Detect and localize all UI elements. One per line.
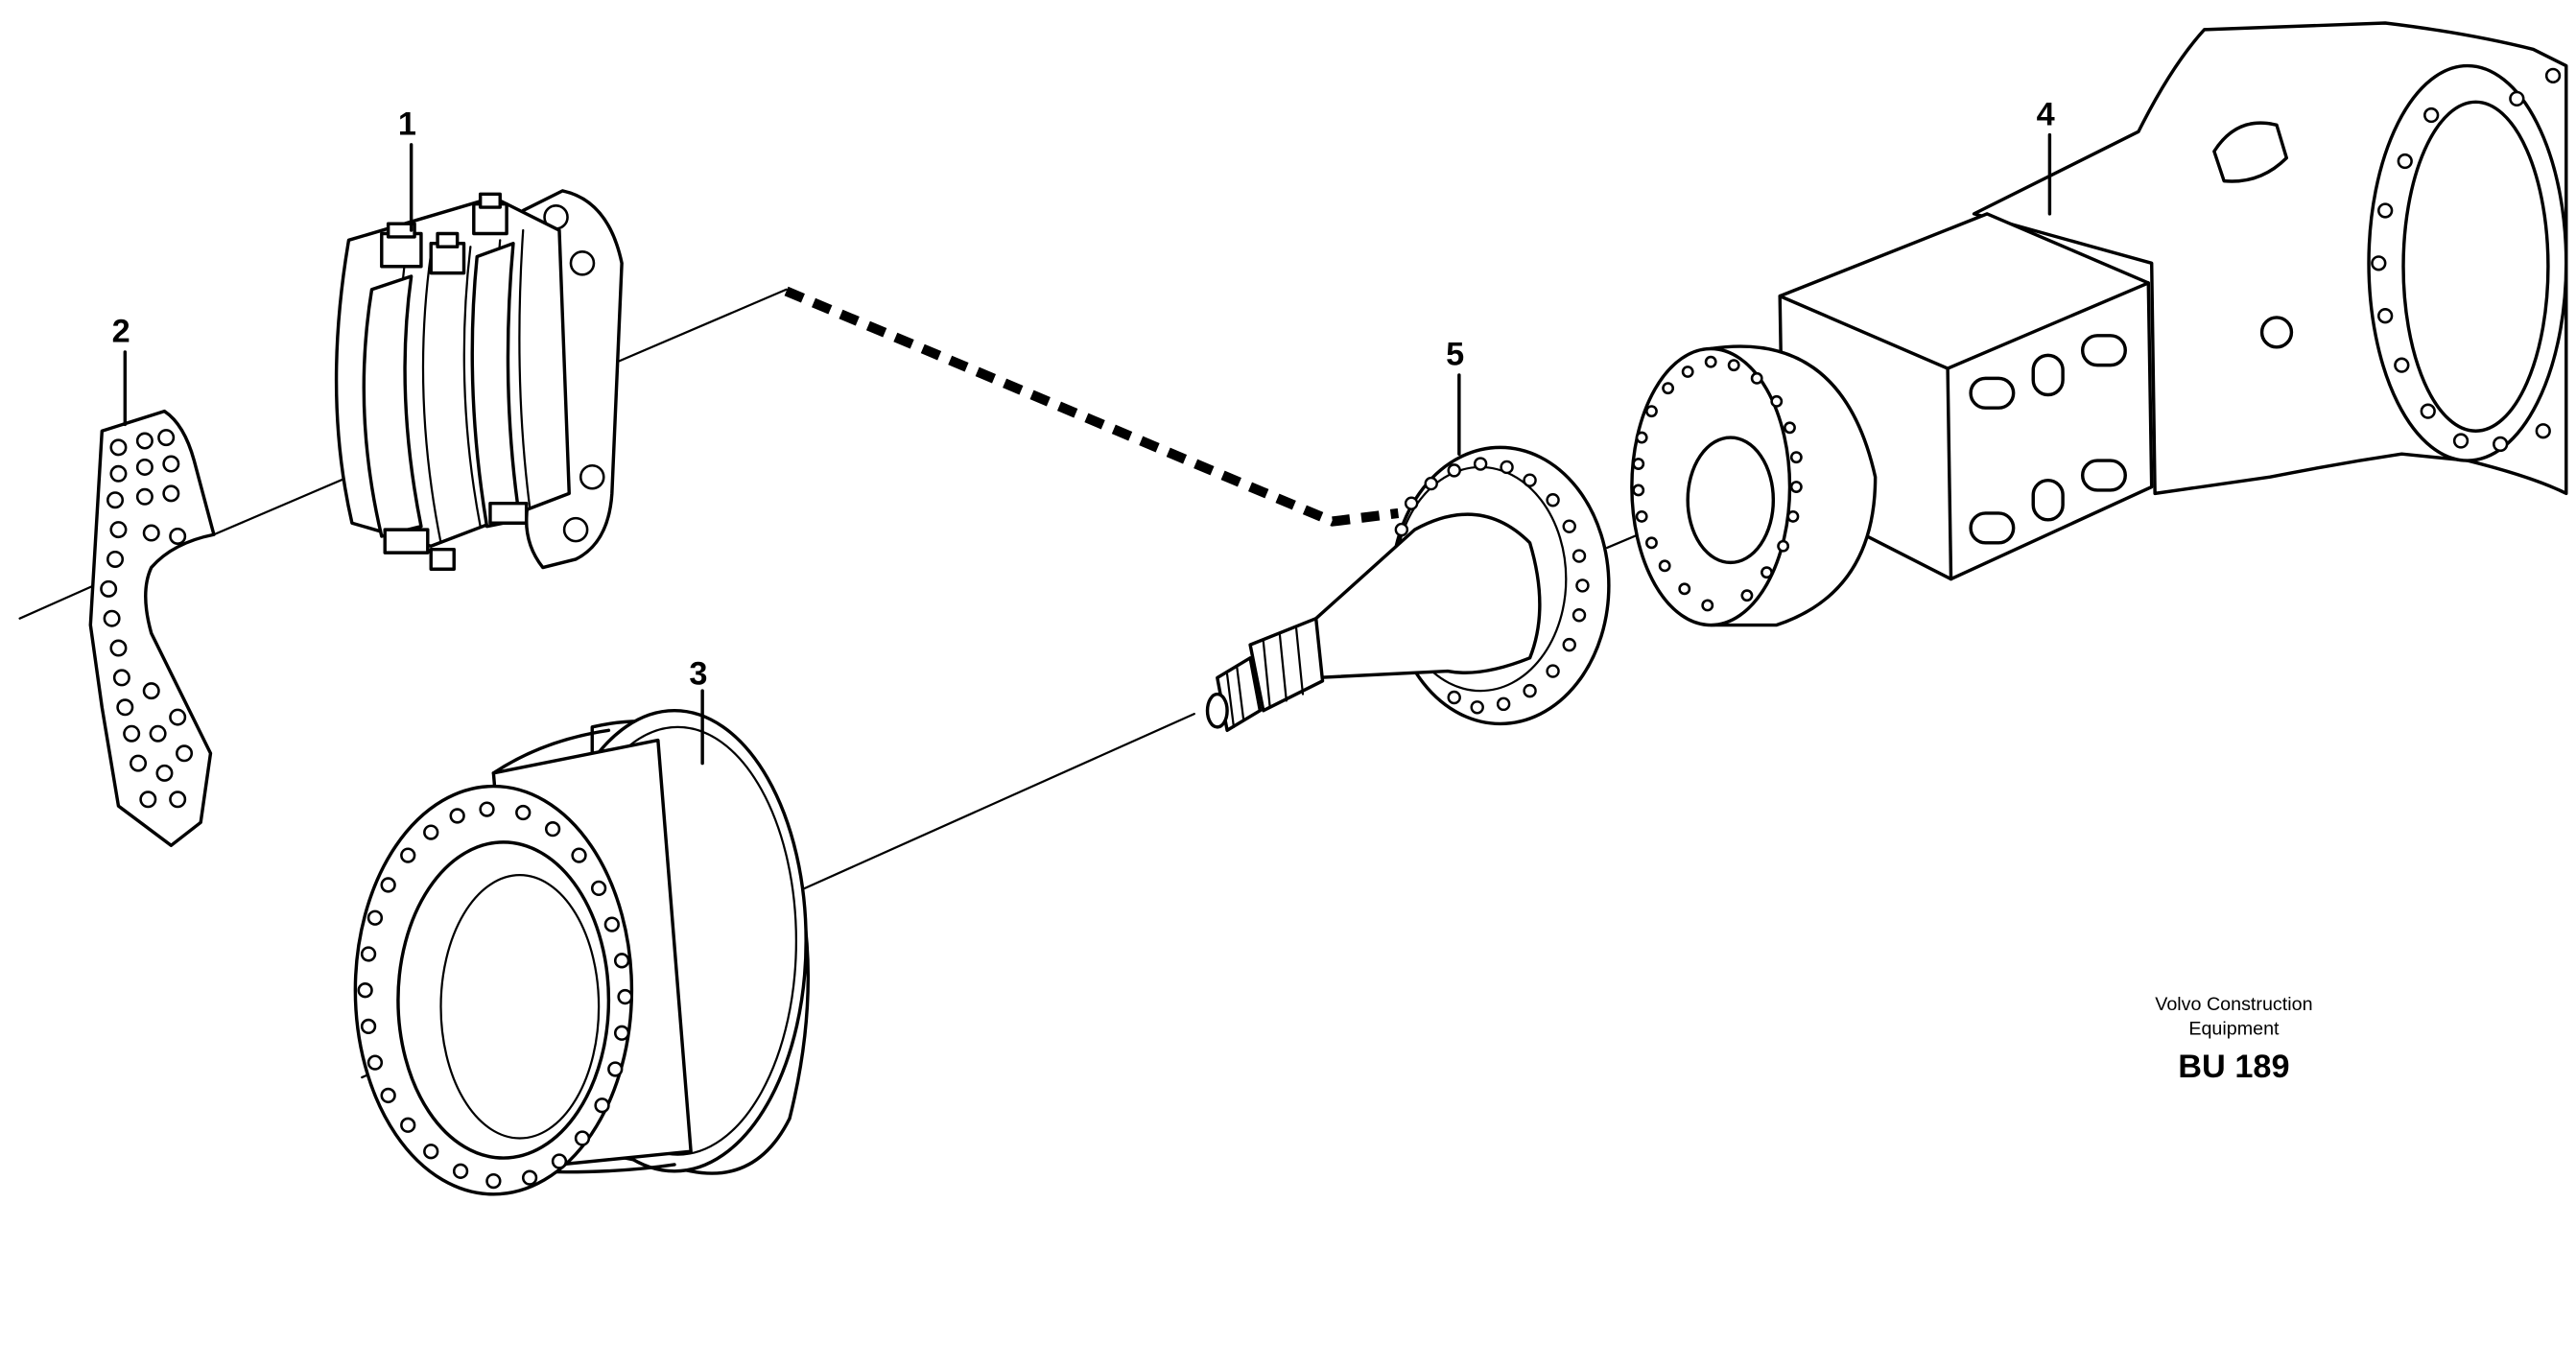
bracket-plate bbox=[88, 409, 216, 848]
callout-3-label: 3 bbox=[689, 655, 707, 692]
hub-shaft bbox=[1205, 445, 1611, 732]
caption-block: Volvo Construction Equipment BU 189 bbox=[2155, 994, 2312, 1085]
caption-drawing-code: BU 189 bbox=[2178, 1049, 2289, 1085]
axle-housing bbox=[1630, 21, 2568, 627]
brake-disc bbox=[353, 708, 810, 1196]
callout-5-label: 5 bbox=[1446, 337, 1464, 373]
callout-leaders bbox=[123, 132, 2052, 766]
caption-company-line2: Equipment bbox=[2188, 1018, 2280, 1039]
brake-caliper bbox=[334, 189, 624, 571]
callout-1-label: 1 bbox=[398, 106, 416, 143]
caption-company-line1: Volvo Construction bbox=[2155, 994, 2312, 1015]
callout-2-label: 2 bbox=[112, 314, 130, 350]
callout-4-label: 4 bbox=[2037, 96, 2055, 132]
